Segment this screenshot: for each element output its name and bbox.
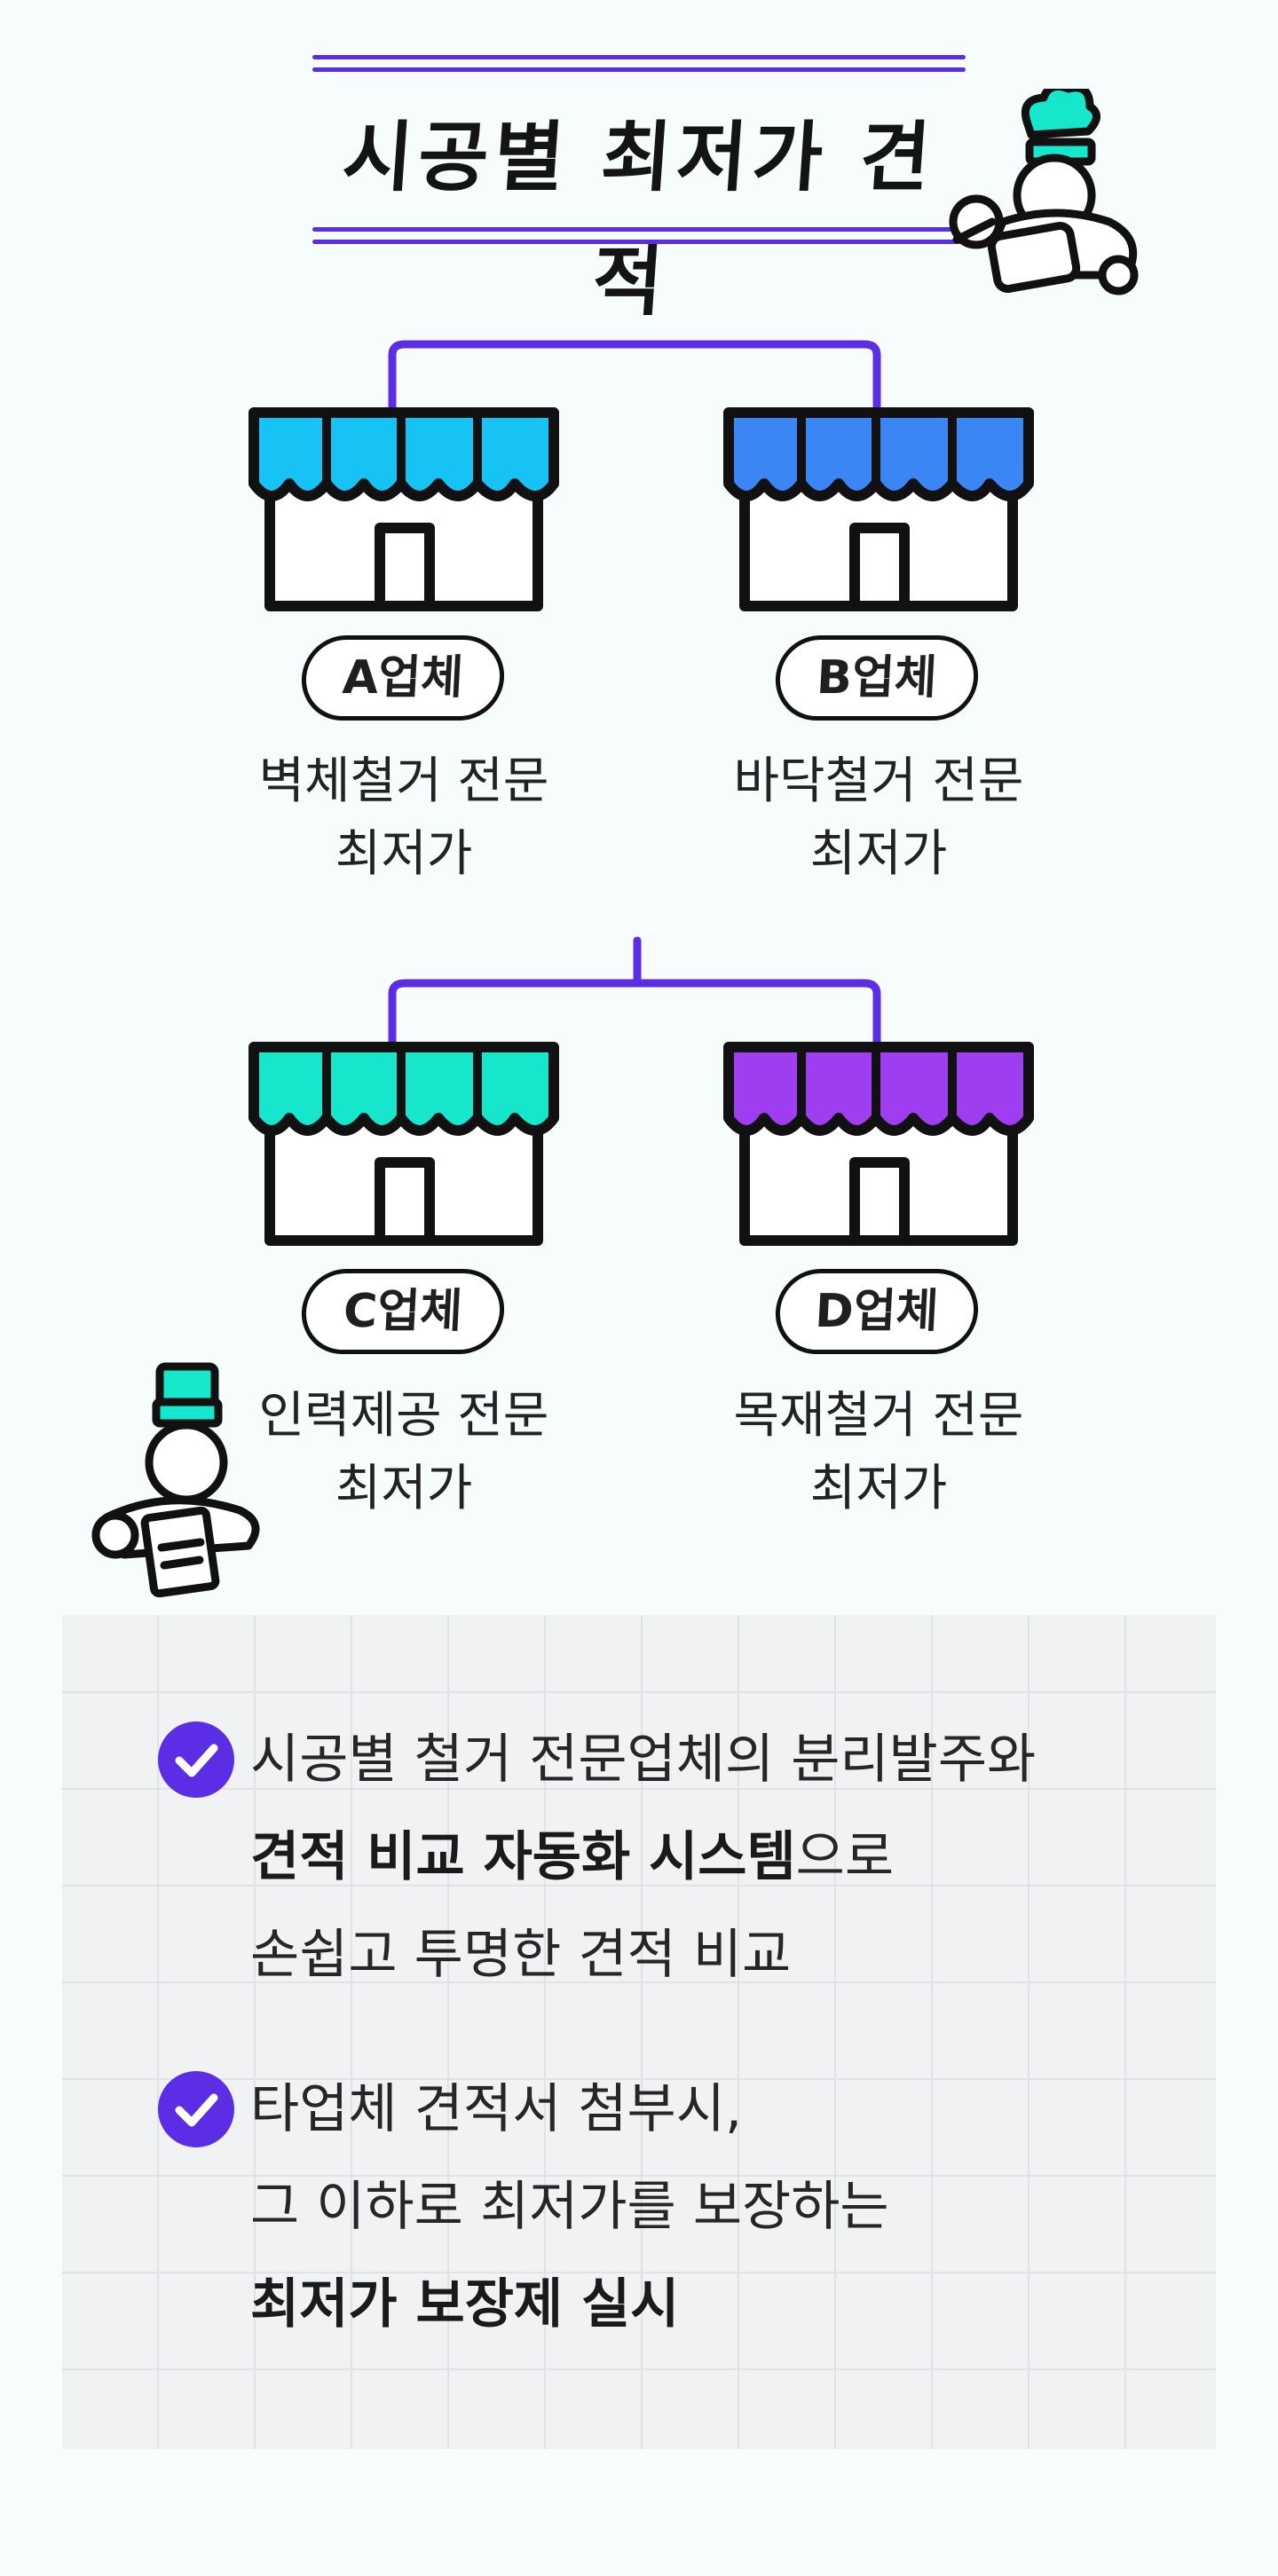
shop-awning-icon: [248, 1042, 559, 1246]
shop-b-description: 바닥철거 전문 최저가: [733, 752, 1024, 883]
connector-lines: [388, 340, 881, 1047]
feature-1-line-2: 견적 비교 자동화 시스템으로: [250, 1826, 895, 1888]
shop-a-badge: A업체: [299, 635, 507, 721]
title-bottom-rule: [312, 227, 966, 254]
feature-2-line-1: 타업체 견적서 첨부시,: [250, 2078, 743, 2140]
shop-awning-icon: [723, 1042, 1034, 1246]
feature-2-line-3: 최저가 보장제 실시: [250, 2273, 680, 2336]
shop-awning-icon: [248, 407, 559, 611]
chef-character-icon: [91, 1362, 260, 1598]
shop-d-description: 목재철거 전문 최저가: [733, 1387, 1024, 1517]
feature-1-line-3: 손쉽고 투명한 견적 비교: [250, 1924, 792, 1986]
feature-1-line-1: 시공별 철거 전문업체의 분리발주와: [250, 1729, 1037, 1791]
connector-bottom-branch: [388, 979, 881, 1047]
feature-2-line-2: 그 이하로 최저가를 보장하는: [250, 2176, 889, 2238]
check-circle-icon: [158, 2071, 234, 2147]
shop-c-description: 인력제공 전문 최저가: [258, 1387, 549, 1517]
shop-c-badge: C업체: [299, 1269, 507, 1354]
shop-b-badge: B업체: [773, 635, 981, 721]
shop-a-description: 벽체철거 전문 최저가: [258, 752, 549, 883]
feature-panel: [62, 1615, 1216, 2449]
shop-a: [248, 404, 559, 617]
shop-d-badge: D업체: [773, 1269, 981, 1354]
shop-b: [723, 404, 1034, 617]
shop-d: [723, 1038, 1034, 1251]
shop-c: [248, 1038, 559, 1251]
check-circle-icon: [158, 1721, 234, 1798]
shop-awning-icon: [723, 407, 1034, 611]
chef-character-icon: [949, 89, 1139, 295]
connector-top: [388, 340, 881, 411]
title-top-rule: [312, 55, 966, 82]
